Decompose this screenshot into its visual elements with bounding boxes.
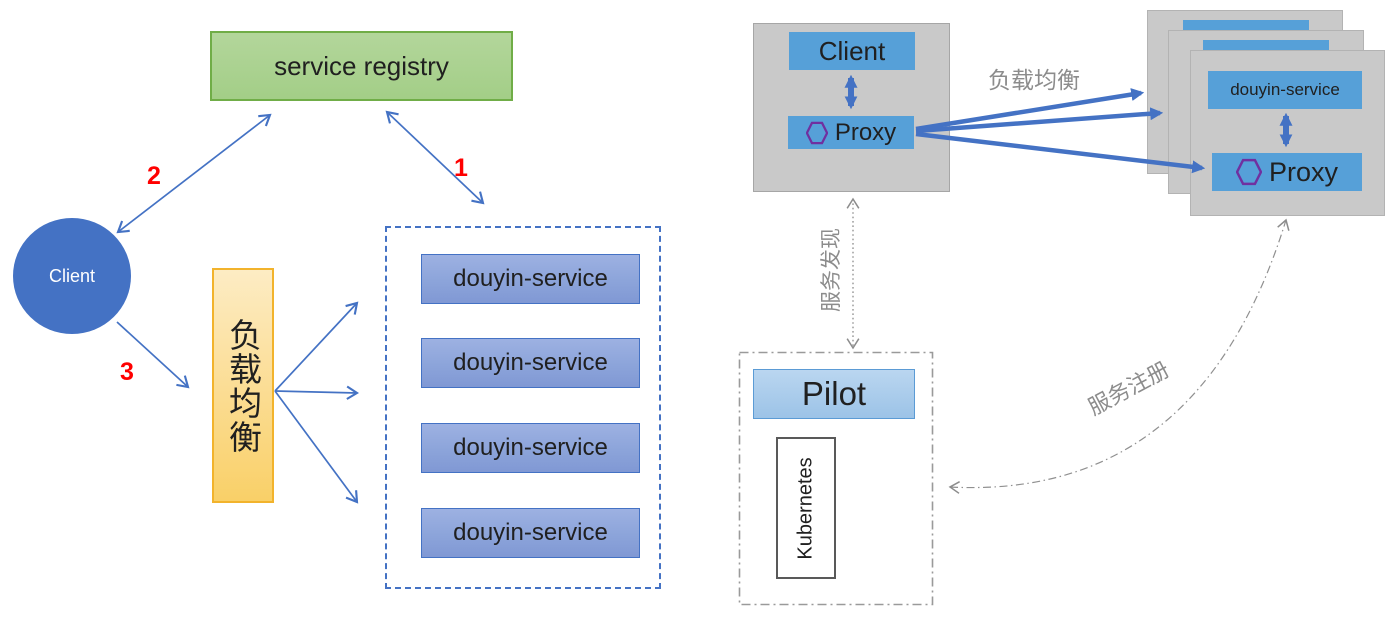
service-box-1-label: douyin-service [453,265,608,292]
arrow-step1-registry-services [385,110,485,205]
service-discovery-label-wrap: 服务发现 [806,225,854,315]
step-1-label: 1 [454,154,468,182]
front-proxy-label: Proxy [1268,156,1339,187]
right-proxy-box: Proxy [788,116,914,149]
arrow-step2-client-registry [116,113,272,234]
service-registration-label-wrap: 服务注册 [1058,357,1198,420]
right-client-box: Client [789,32,915,70]
right-client-label: Client [818,35,886,66]
front-service-box: douyin-service [1208,71,1362,109]
service-box-4: douyin-service [421,508,640,558]
service-box-3: douyin-service [421,423,640,473]
front-proxy-hexagon-icon [1235,158,1262,186]
step-3-label: 3 [120,358,134,386]
service-registration-label: 服务注册 [1083,356,1174,421]
services-cluster-container: douyin-service douyin-service douyin-ser… [385,226,661,589]
service-box-2-label: douyin-service [453,349,608,376]
service-registry-label: service registry [274,50,449,81]
client-label: Client [48,265,96,286]
arrow-lb-service-3 [274,390,359,504]
service-node-front: douyin-service Proxy [1190,50,1385,216]
service-box-2: douyin-service [421,338,640,388]
load-balancer-label: 负载均衡 [224,317,262,454]
kubernetes-box: Kubernetes [776,437,836,579]
arrow-lb-service-1 [274,301,359,392]
proxy-hexagon-icon [805,121,828,145]
service-discovery-label: 服务发现 [820,228,843,312]
arrow-lb-service-2 [274,385,360,400]
client-circle: Client [13,218,131,334]
front-proxy-box: Proxy [1212,153,1362,191]
service-box-1: douyin-service [421,254,640,304]
kubernetes-label: Kubernetes [794,456,817,560]
load-balancer-box: 负载均衡 [212,268,274,503]
load-balance-label: 负载均衡 [988,67,1080,93]
service-registry-box: service registry [210,31,513,101]
service-box-4-label: douyin-service [453,519,608,546]
service-box-3-label: douyin-service [453,434,608,461]
pilot-box: Pilot [753,369,915,419]
step-2-label: 2 [147,162,161,190]
front-service-label: douyin-service [1230,80,1340,99]
pilot-label: Pilot [801,375,867,412]
arrow-service-registration-curve [948,218,1290,494]
client-proxy-node: Client Proxy [753,23,950,192]
right-proxy-label: Proxy [834,118,897,146]
pilot-container: Pilot Kubernetes [739,352,933,605]
arrow-proxy-node-middle [915,107,1164,134]
